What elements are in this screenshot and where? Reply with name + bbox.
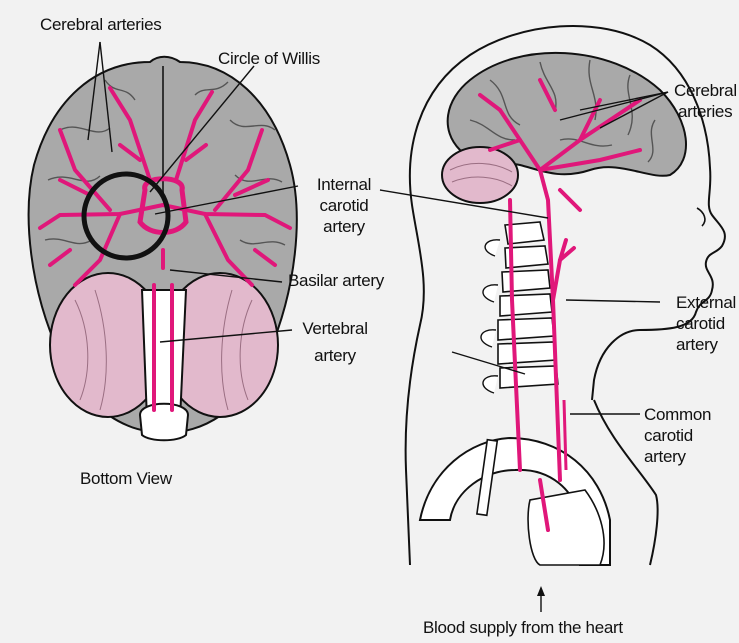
label-blood-supply: Blood supply from the heart bbox=[423, 617, 623, 638]
label-vertebral-artery: Vertebral artery bbox=[294, 318, 376, 366]
bottom-view-brain bbox=[29, 57, 297, 441]
label-circle-of-willis: Circle of Willis bbox=[218, 48, 320, 69]
label-basilar-artery: Basilar artery bbox=[288, 270, 384, 291]
cerebellum-side bbox=[442, 147, 518, 203]
label-bottom-view: Bottom View bbox=[80, 468, 172, 489]
label-cerebral-arteries-left: Cerebral arteries bbox=[40, 14, 162, 35]
label-common-carotid: Common carotid artery bbox=[644, 404, 711, 467]
label-external-carotid: External carotid artery bbox=[676, 292, 736, 355]
label-internal-carotid: Internal carotid artery bbox=[300, 174, 388, 237]
label-cerebral-arteries-right: Cerebral arteries bbox=[674, 80, 737, 122]
blood-supply-arrow bbox=[537, 586, 545, 612]
